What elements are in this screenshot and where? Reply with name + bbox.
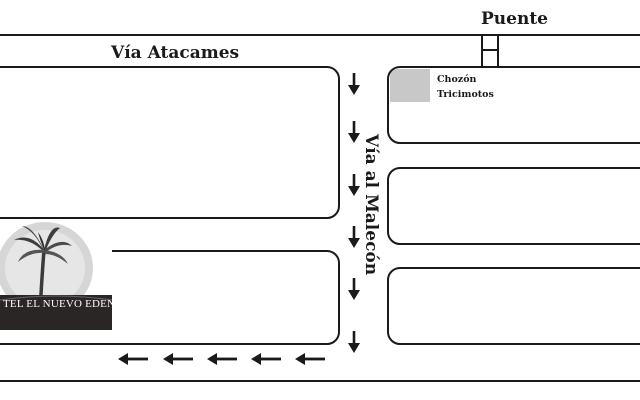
bridge-label: Puente xyxy=(481,9,548,29)
arrow-left-icon xyxy=(207,353,237,365)
street-label-via-al-malecon: Vía al Malecón xyxy=(361,133,381,275)
arrow-left-icon xyxy=(163,353,193,365)
direction-arrows-left xyxy=(118,353,325,365)
city-block-right-1 xyxy=(387,66,640,144)
landmark-label-line2: Tricimotos xyxy=(437,89,494,100)
hotel-logo-band xyxy=(0,295,112,330)
arrow-left-icon xyxy=(251,353,281,365)
street-label-via-atacames: Vía Atacames xyxy=(110,43,239,63)
city-block-right-3 xyxy=(387,267,640,345)
landmark-marker xyxy=(390,69,430,102)
city-block-top-left xyxy=(0,66,340,219)
arrow-down-icon xyxy=(348,278,360,300)
city-block-right-2 xyxy=(387,167,640,245)
arrow-down-icon xyxy=(348,73,360,95)
arrow-down-icon xyxy=(348,226,360,248)
hotel-logo-text: TEL EL NUEVO EDEN xyxy=(3,298,115,310)
arrow-down-icon xyxy=(348,174,360,196)
landmark-label-line1: Chozón xyxy=(437,74,477,85)
arrow-down-icon xyxy=(348,331,360,353)
bridge-icon xyxy=(481,35,499,66)
hotel-logo: TEL EL NUEVO EDEN xyxy=(0,222,115,332)
arrow-left-icon xyxy=(118,353,148,365)
direction-arrows-down xyxy=(348,73,360,353)
arrow-down-icon xyxy=(348,121,360,143)
arrow-left-icon xyxy=(295,353,325,365)
